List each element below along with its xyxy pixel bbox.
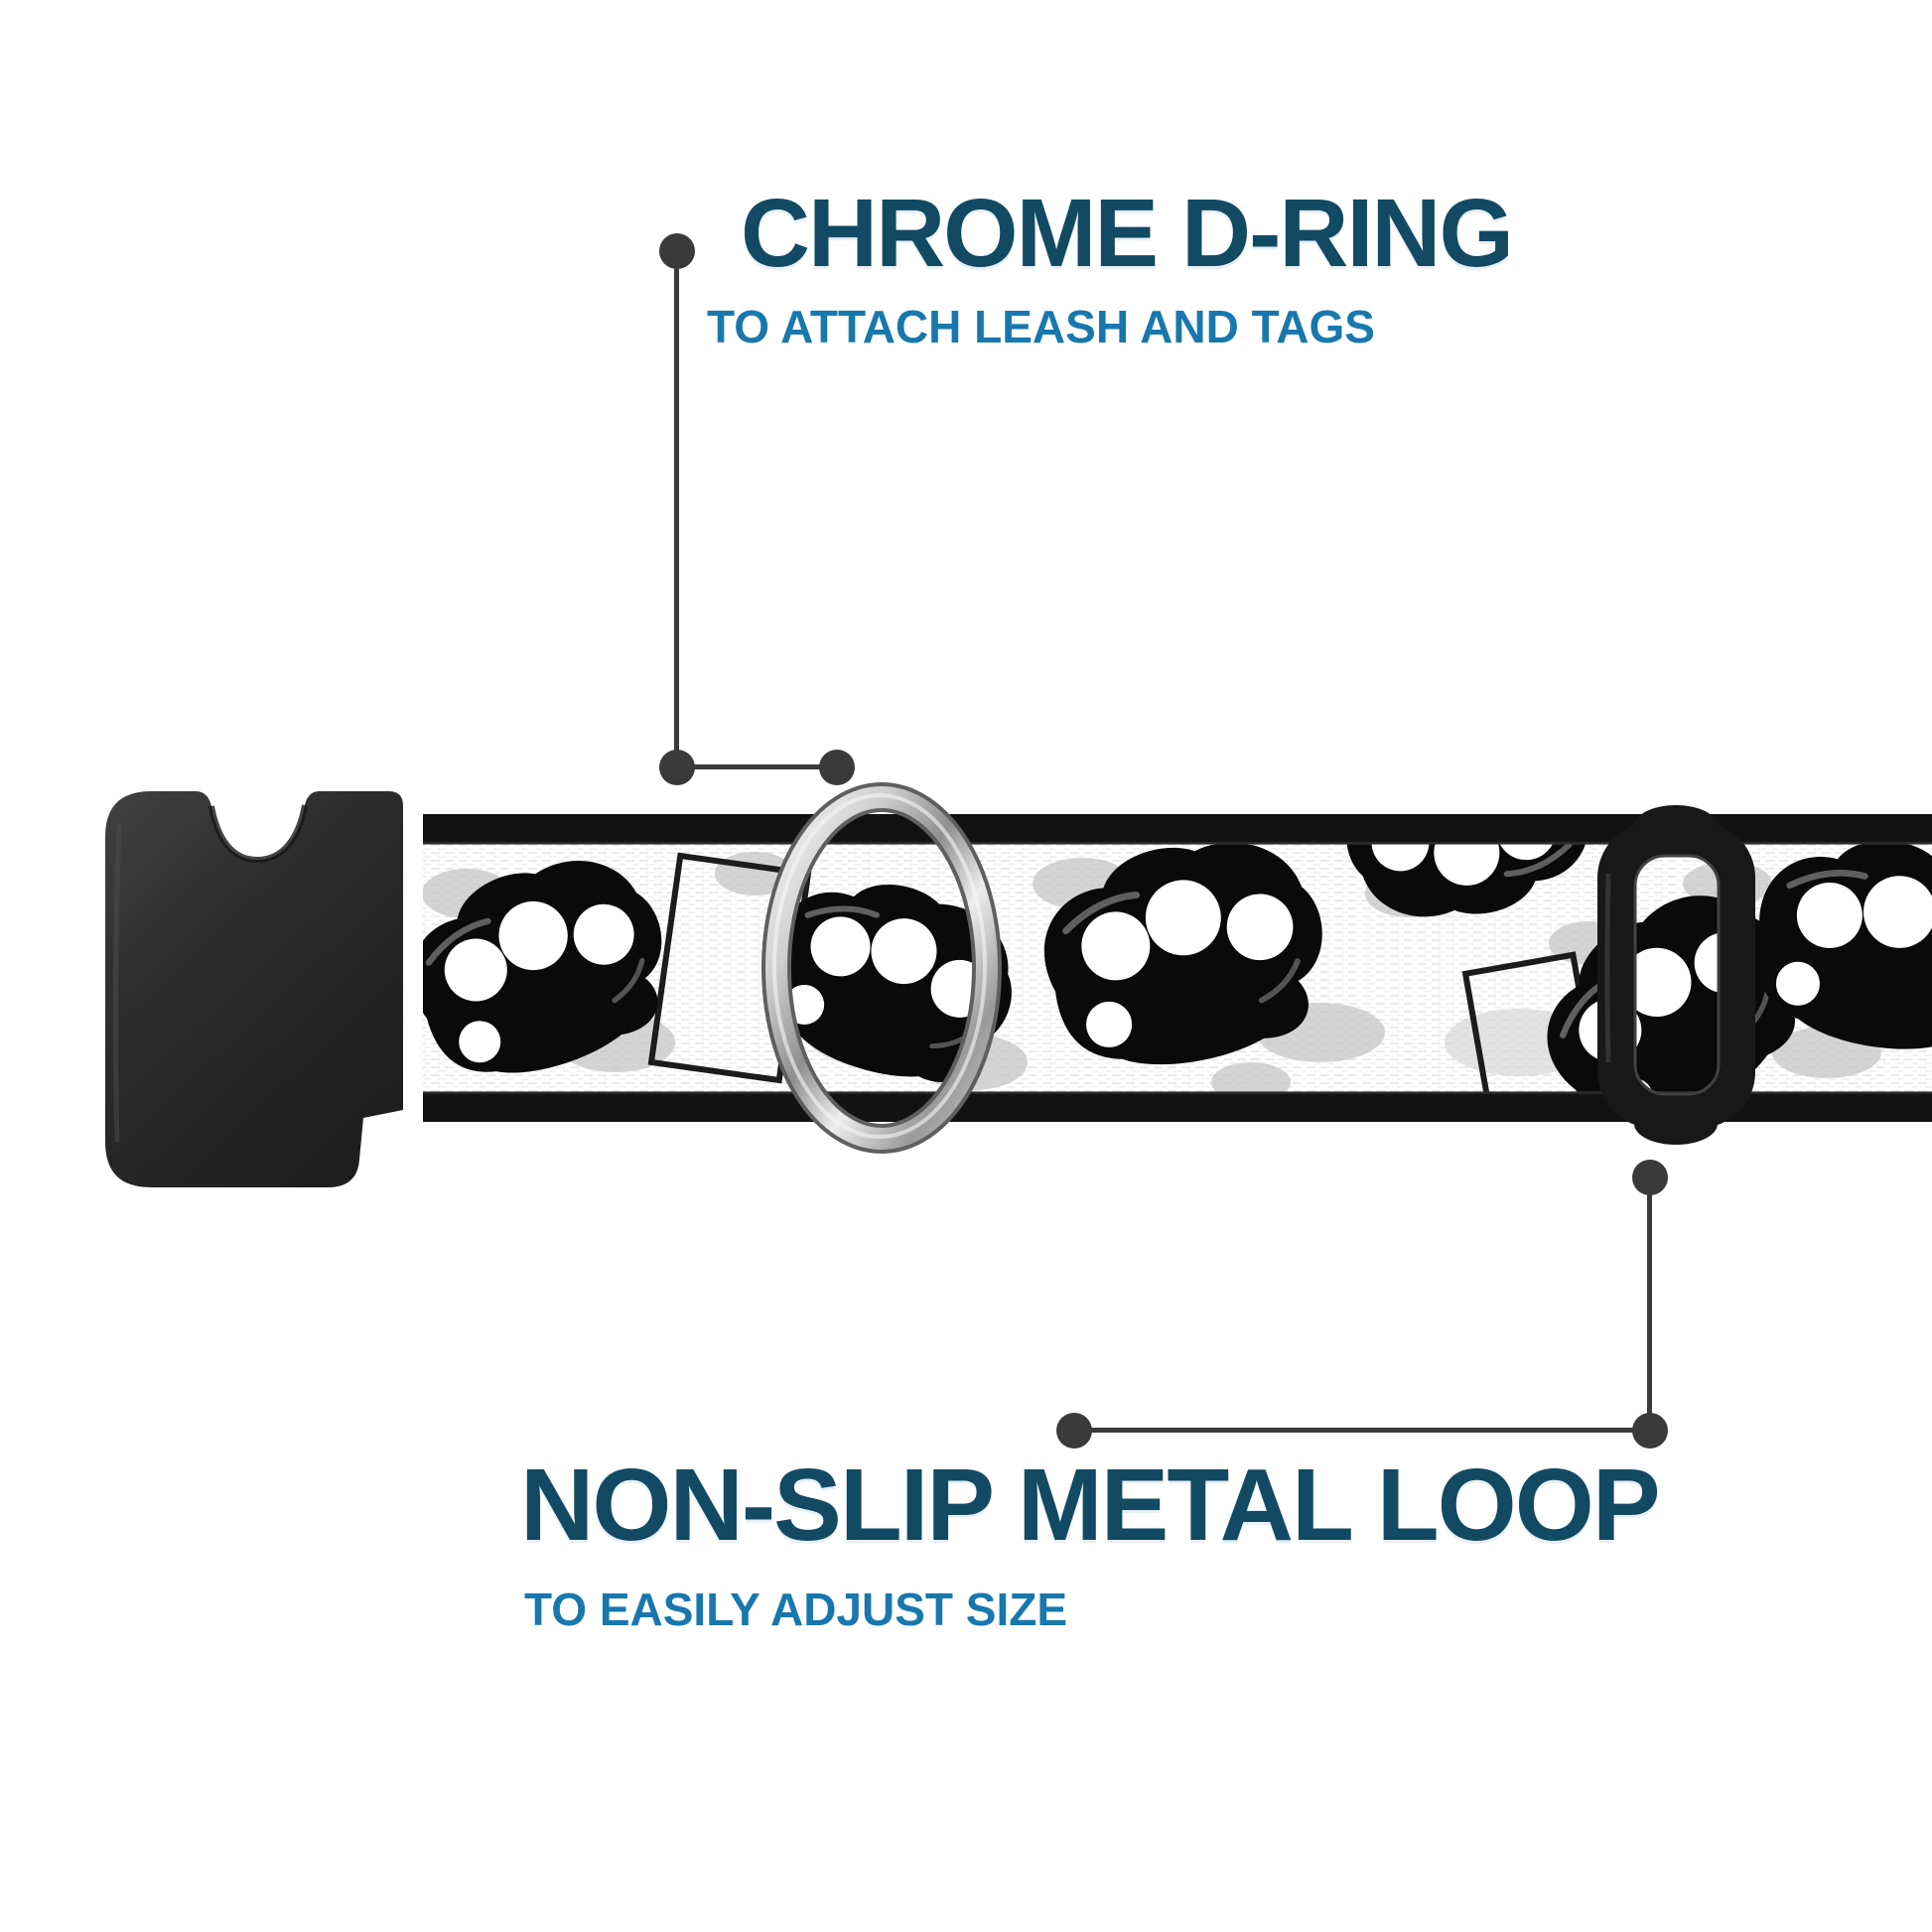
buckle [105,791,403,1187]
metal-loop-slider [1597,805,1755,1145]
callout-dot [659,233,695,269]
loop-callout-subtitle: TO EASILY ADJUST SIZE [524,1584,1068,1635]
callout-dot [819,750,855,785]
callout-dot [1632,1160,1668,1195]
loop-callout-line-vertical [1647,1177,1652,1431]
callout-dot [659,750,695,785]
callout-dot [1632,1413,1668,1449]
dring-callout-title: CHROME D-RING [741,179,1514,287]
loop-callout-title: NON-SLIP METAL LOOP [520,1448,1661,1562]
dring-callout-subtitle: TO ATTACH LEASH AND TAGS [707,301,1375,352]
dring-callout-line-horizontal [677,764,837,769]
dring-callout-line-vertical [674,251,679,767]
chrome-d-ring [761,782,1002,1154]
loop-callout-line-horizontal [1074,1428,1650,1433]
callout-dot [1056,1413,1092,1449]
